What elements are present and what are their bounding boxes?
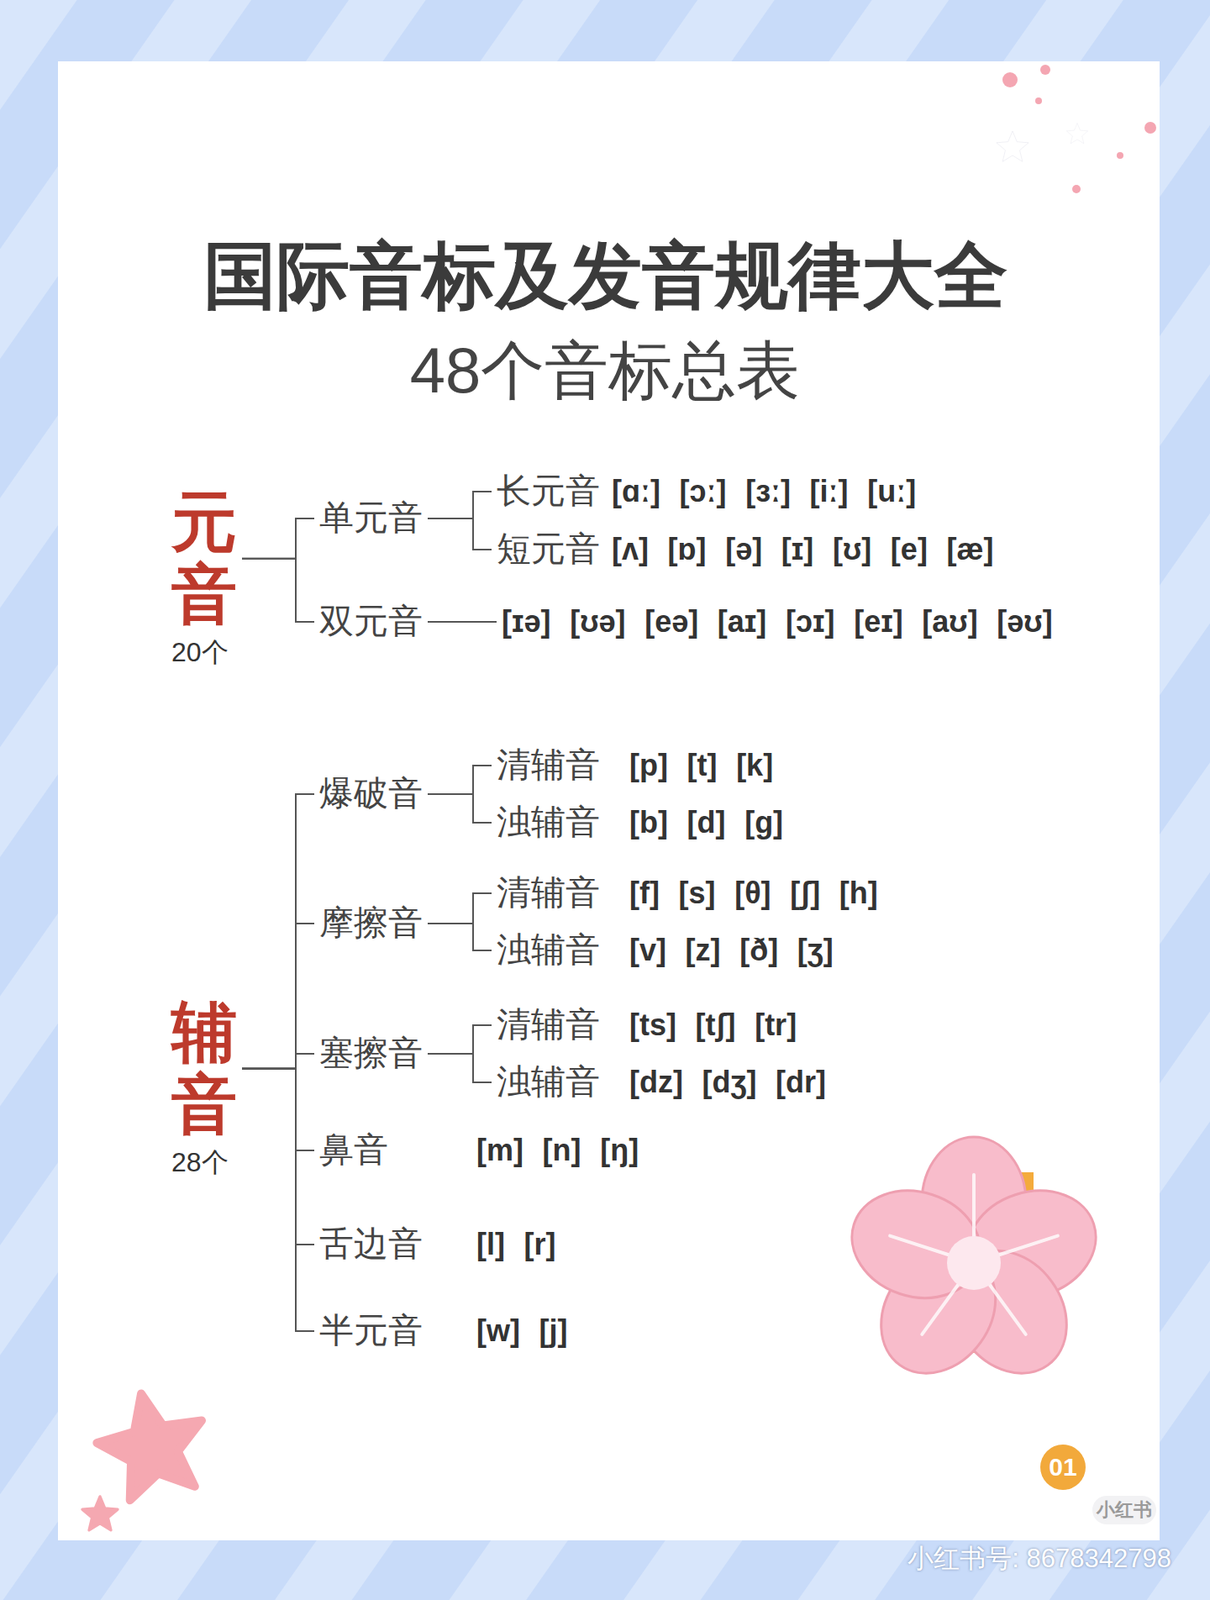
phoneme-group: 浊辅音[v] [z] [ð] [ʒ] [491,925,839,974]
group-label: 单元音 [319,497,423,539]
phoneme-symbols: [ɑː] [ɔː] [ɜː] [iː] [uː] [611,473,916,510]
phoneme-group: 清辅音[f] [s] [θ] [ʃ] [h] [491,868,884,917]
outline-stars [996,123,1089,163]
bracket-connector [427,491,492,519]
phoneme-group: 浊辅音[dz] [dʒ] [dr] [491,1057,832,1106]
phoneme-group: 清辅音[p] [t] [k] [491,741,779,790]
group-label: 鼻音 [319,1129,477,1171]
bracket-connector [242,1053,315,1069]
bracket-connector [242,1068,315,1245]
bracket-connector [242,558,315,622]
phoneme-group: 半元音[w] [j] [314,1306,574,1355]
bracket-connector [427,923,492,951]
phoneme-symbols: [f] [s] [θ] [ʃ] [h] [629,874,879,911]
category-heading: 元音 20个 [166,483,242,672]
branch-label: 塞擦音 [314,1029,428,1078]
heading-text: 元音 [171,486,237,632]
bracket-connector [242,794,315,1069]
group-label: 爆破音 [319,773,423,815]
subtitle: 48个音标总表 [0,331,1210,409]
group-label: 清辅音 [496,872,630,914]
bracket-connector [427,794,492,823]
phoneme-symbols: [dz] [dʒ] [dr] [629,1063,826,1100]
branch-label: 摩擦音 [314,899,428,947]
bracket-connector [427,765,492,795]
phoneme-symbols: [l] [r] [476,1225,557,1263]
group-label: 半元音 [319,1309,477,1352]
group-label: 浊辅音 [496,1061,630,1103]
pink-flower [837,1136,1111,1396]
group-label: 摩擦音 [319,902,423,944]
branch-label: 单元音 [314,494,428,542]
page-title: 国际音标及发音规律大全 [0,231,1210,320]
phoneme-symbols: [ʌ] [ɒ] [ə] [ɪ] [ʊ] [e] [æ] [611,531,994,568]
group-label: 短元音 [496,528,612,570]
logo-pill [1092,1495,1157,1525]
phoneme-group: 舌边音[l] [r] [314,1220,562,1268]
phoneme-symbols: [p] [t] [k] [629,747,774,784]
group-label: 清辅音 [496,744,630,786]
phoneme-group: 长元音[ɑː] [ɔː] [ɜː] [iː] [uː] [491,467,921,516]
group-label: 塞擦音 [319,1032,423,1074]
group-label: 浊辅音 [496,929,630,971]
bracket-connector [242,1068,315,1331]
group-label: 长元音 [496,470,612,512]
phoneme-symbols: [v] [z] [ð] [ʒ] [629,931,834,968]
bracket-connector [427,620,497,623]
group-label: 双元音 [319,600,423,642]
account-watermark: 小红书号: 8678342798 [907,1542,1172,1574]
phoneme-group: [ɪə] [ʊə] [eə] [aɪ] [ɔɪ] [eɪ] [aʊ] [əʊ] [496,599,1058,643]
phoneme-symbols: [m] [n] [ŋ] [476,1131,639,1168]
count-text: 20个 [171,636,237,669]
phoneme-group: 清辅音[ts] [tʃ] [tr] [491,1000,802,1049]
bracket-connector [427,1025,492,1054]
bracket-connector [242,518,315,559]
branch-label: 双元音 [314,597,428,646]
pink-stars [82,1382,216,1531]
phoneme-symbols: [b] [d] [g] [629,804,784,841]
category-heading: 辅音 28个 [166,993,242,1182]
logo-watermark: 小红书 [1092,1495,1157,1525]
bracket-connector [427,518,492,550]
heading-text: 辅音 [171,996,237,1142]
phoneme-group: 浊辅音[b] [d] [g] [491,798,789,847]
group-label: 清辅音 [496,1004,630,1046]
page-number: 01 [1029,1452,1097,1483]
count-text: 28个 [171,1146,237,1179]
bracket-connector [427,1053,492,1083]
branch-label: 爆破音 [314,769,428,818]
group-label: 浊辅音 [496,801,630,843]
bracket-connector [242,923,315,1069]
group-label: 舌边音 [319,1223,477,1265]
pink-dots [1002,64,1157,194]
phoneme-symbols: [ts] [tʃ] [tr] [629,1006,797,1043]
bracket-connector [427,893,492,924]
bracket-connector [242,1068,315,1151]
phoneme-group: 短元音[ʌ] [ɒ] [ə] [ɪ] [ʊ] [e] [æ] [491,525,999,574]
phoneme-group: 鼻音[m] [n] [ŋ] [314,1125,644,1174]
phoneme-symbols: [ɪə] [ʊə] [eə] [aɪ] [ɔɪ] [eɪ] [aʊ] [əʊ] [501,603,1053,640]
phoneme-symbols: [w] [j] [476,1312,569,1349]
